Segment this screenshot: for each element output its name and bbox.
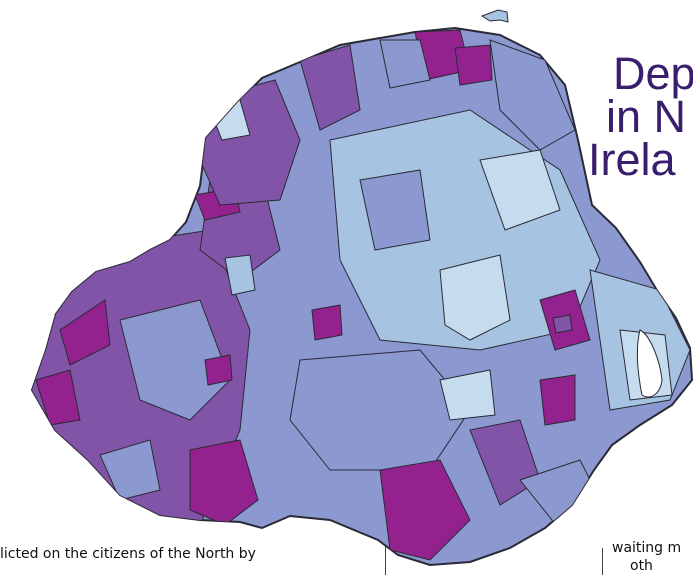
column-rule-2 — [602, 548, 603, 575]
body-text-right-1: waiting m — [612, 540, 682, 556]
ward-lough-neagh-shore — [439, 254, 511, 341]
ward-fermanagh-south — [189, 439, 259, 526]
ward-fermanagh-south-2 — [99, 439, 161, 501]
ward-north-blue — [379, 39, 431, 89]
ward-south-magenta-2 — [539, 374, 576, 426]
ward-antrim-light — [479, 149, 561, 231]
ward-newry — [379, 459, 471, 561]
rathlin-island — [480, 9, 509, 23]
ward-armagh-light — [439, 369, 496, 421]
ward-central-periwinkle — [359, 169, 431, 251]
ward-north-2 — [454, 44, 493, 86]
article-title: Dep in N Irela — [588, 48, 693, 185]
ward-antrim-east — [489, 39, 576, 151]
ward-sw-magenta-2 — [35, 369, 81, 426]
ward-belfast-2 — [552, 314, 573, 334]
ward-omagh-blue — [224, 254, 256, 296]
ward-center-magenta-2 — [204, 354, 233, 386]
title-line-1: Dep — [613, 48, 693, 99]
column-rule-1 — [385, 546, 386, 575]
ward-center-magenta — [311, 304, 343, 341]
ward-causeway — [299, 44, 361, 131]
ward-fermanagh-east — [119, 299, 231, 421]
title-line-3: Irela — [588, 134, 676, 185]
body-text-left: licted on the citizens of the North by — [0, 546, 256, 562]
body-text-right-2: oth — [630, 558, 653, 574]
ward-sw-magenta — [59, 299, 111, 366]
title-line-2: in N — [606, 91, 687, 142]
ward-layer — [32, 29, 691, 561]
strangford-lough — [636, 329, 663, 398]
